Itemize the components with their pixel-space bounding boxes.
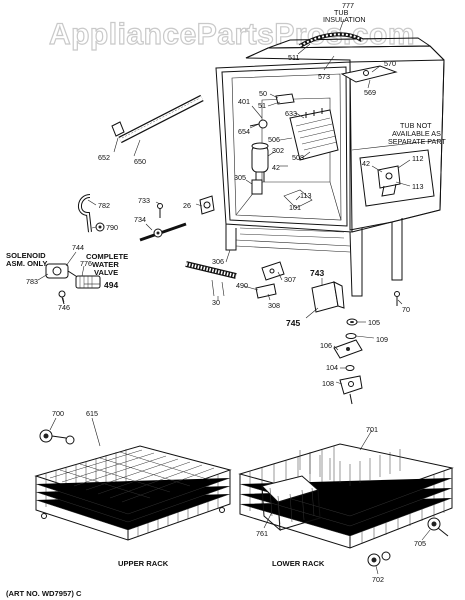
note-water-valve-1: COMPLETE: [86, 252, 128, 261]
part-label-70: 70: [402, 305, 410, 314]
lower-rack-label: LOWER RACK: [272, 559, 325, 568]
note-tub-insulation-2: INSULATION: [323, 15, 366, 24]
part-label-113b: 113: [300, 191, 311, 200]
roller-700: [39, 429, 75, 445]
part-label-700: 700: [52, 409, 64, 418]
part-label-101: 101: [289, 203, 301, 212]
part-label-302: 302: [272, 146, 284, 155]
part-label-104: 104: [326, 363, 338, 372]
part-label-783: 783: [26, 277, 38, 286]
part-label-508: 508: [292, 153, 304, 162]
upper-rack-label: UPPER RACK: [118, 559, 169, 568]
gasket-650: [118, 94, 204, 144]
part-label-776: 776: [80, 259, 92, 268]
bracket-50: [275, 93, 295, 105]
part-label-308: 308: [268, 301, 280, 310]
bracket-570: [340, 65, 398, 83]
clip-652: [111, 121, 125, 137]
part-label-109: 109: [376, 335, 388, 344]
canister-302: [251, 142, 269, 182]
part-label-744: 744: [72, 243, 84, 252]
part-743: [311, 281, 345, 313]
part-label-26: 26: [183, 201, 191, 210]
note-tub-insulation-1: TUB: [334, 8, 349, 17]
upper-rack: [34, 445, 232, 541]
part-label-782: 782: [98, 201, 110, 210]
tub-insulation: [298, 32, 364, 48]
part-label-570: 570: [384, 59, 396, 68]
part-label-615: 615: [86, 409, 98, 418]
part-label-746: 746: [58, 303, 70, 312]
washer-105: [346, 318, 358, 326]
washer-109: [345, 333, 357, 339]
part-label-306: 306: [212, 257, 224, 266]
part-label-401: 401: [238, 97, 250, 106]
screw-733: [157, 203, 163, 218]
part-label-42a: 42: [272, 163, 280, 172]
part-label-761: 761: [256, 529, 268, 538]
part-label-106: 106: [320, 341, 332, 350]
part-26: [199, 195, 215, 215]
part-label-112: 112: [412, 154, 423, 163]
part-label-305: 305: [234, 173, 246, 182]
part-label-633: 633: [285, 109, 297, 118]
part-label-42b: 42: [362, 159, 370, 168]
part-label-705: 705: [414, 539, 426, 548]
part-label-490: 490: [236, 281, 248, 290]
part-label-511: 511: [288, 53, 299, 62]
part-label-702: 702: [372, 575, 384, 584]
water-valve-assembly: [45, 263, 101, 305]
fitting-654: [249, 119, 268, 129]
part-label-113a: 113: [412, 182, 423, 191]
part-108: [339, 375, 363, 405]
roller-702: [367, 551, 391, 567]
art-number: (ART NO. WD7957) C: [6, 589, 82, 598]
note-water-valve-3: VALVE: [94, 268, 118, 277]
part-label-30: 30: [212, 298, 220, 307]
part-104: [345, 365, 355, 371]
lower-rack: [238, 443, 454, 549]
leader-lines: [37, 18, 431, 575]
part-label-777: 777: [342, 1, 354, 10]
note-solenoid-2: ASM. ONLY: [6, 259, 48, 268]
part-label-733: 733: [138, 196, 150, 205]
callout-labels: 777 TUB INSULATION 511 573 570 569 50 51…: [6, 1, 446, 598]
note-tub-not-2: AVAILABLE AS: [392, 129, 441, 138]
part-label-105: 105: [368, 318, 380, 327]
note-tub-not-1: TUB NOT: [400, 121, 432, 130]
screw-70: [394, 291, 400, 306]
note-water-valve-2: WATER: [92, 260, 119, 269]
note-tub-not-3: SEPARATE PART: [388, 137, 446, 146]
spring-30: [185, 261, 237, 297]
part-label-743: 743: [310, 268, 324, 278]
part-label-654: 654: [238, 127, 250, 136]
part-label-307: 307: [284, 275, 296, 284]
part-label-51: 51: [258, 101, 266, 110]
part-106: [333, 339, 363, 359]
part-label-108: 108: [322, 379, 334, 388]
part-label-734: 734: [134, 215, 146, 224]
part-307: [261, 261, 285, 281]
part-label-790: 790: [106, 223, 118, 232]
part-label-506: 506: [268, 135, 280, 144]
part-label-569: 569: [364, 88, 376, 97]
part-label-650: 650: [134, 157, 146, 166]
part-label-494: 494: [104, 280, 118, 290]
note-solenoid-1: SOLENOID: [6, 251, 46, 260]
part-305: [251, 179, 263, 195]
part-label-573: 573: [318, 72, 330, 81]
part-101: [283, 189, 313, 209]
part-label-50: 50: [259, 89, 267, 98]
dispenser-633: [289, 108, 339, 161]
part-490: [255, 283, 277, 299]
roller-705: [427, 517, 449, 537]
tub-side-bracket: [359, 149, 435, 207]
part-label-652: 652: [98, 153, 110, 162]
fill-tube-734: [139, 222, 187, 242]
part-label-745: 745: [286, 318, 300, 328]
part-label-701: 701: [366, 425, 378, 434]
